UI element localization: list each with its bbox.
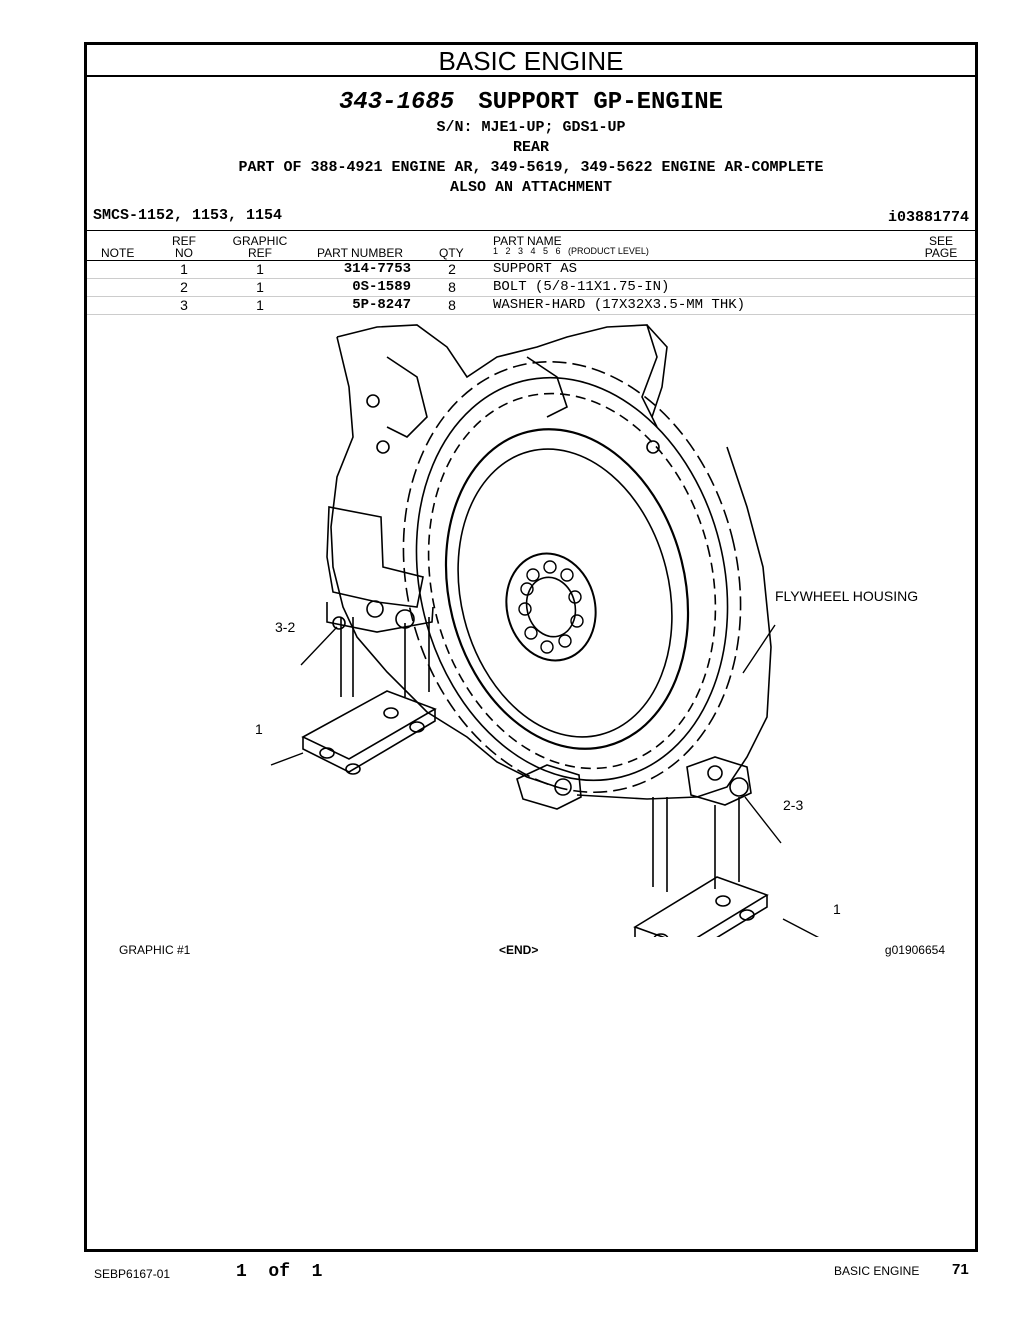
- header-note: NOTE: [101, 246, 135, 260]
- leader-1-left: [270, 752, 304, 766]
- document-id: SEBP6167-01: [94, 1267, 171, 1281]
- table-header-rule: [87, 260, 975, 261]
- footer-section: BASIC ENGINE: [834, 1264, 920, 1278]
- part-location: REAR: [512, 139, 549, 156]
- callout-flywheel-housing: FLYWHEEL HOUSING: [775, 588, 919, 604]
- header-part-name: PART NAME: [493, 234, 562, 248]
- end-marker: <END>: [499, 943, 539, 957]
- left-support-column: [340, 617, 430, 697]
- left-bolt-b: [395, 609, 415, 629]
- serial-numbers: S/N: MJE1-UP; GDS1-UP: [436, 119, 626, 136]
- engine-support-illustration: [270, 324, 820, 937]
- leader-1-right: [782, 918, 820, 937]
- flywheel-housing-inner: [415, 376, 729, 782]
- flywheel-disk: [444, 428, 690, 750]
- page-of: 1 of 1: [236, 1262, 323, 1282]
- leader-2-3: [744, 796, 782, 844]
- callout-2-3: 2-3: [783, 797, 804, 813]
- callout-3-2: 3-2: [275, 619, 296, 635]
- page-number: 71: [952, 1261, 969, 1278]
- right-flange: [686, 756, 752, 806]
- right-foot-plate: [633, 876, 769, 937]
- part-group-name: SUPPORT GP-ENGINE: [478, 89, 724, 116]
- part-group-number: 343-1685: [338, 89, 455, 116]
- part-of-line: PART OF 388-4921 ENGINE AR, 349-5619, 34…: [238, 159, 824, 176]
- attachment-line: ALSO AN ATTACHMENT: [449, 179, 613, 196]
- illustration-id: i03881774: [887, 209, 969, 226]
- graphic-label: GRAPHIC #1: [119, 943, 191, 957]
- part-heading: 343-1685 SUPPORT GP-ENGINE: [87, 89, 975, 116]
- table-row: 1 1 314-7753 2 SUPPORT AS: [87, 261, 975, 279]
- leader-3-2: [300, 626, 338, 666]
- table-top-rule: [87, 230, 975, 231]
- leader-flywheel-housing: [742, 624, 776, 674]
- flywheel-housing-outer: [402, 360, 742, 794]
- hub-bolts: [518, 560, 584, 654]
- left-flange: [326, 506, 424, 608]
- page-frame: BASIC ENGINE 343-1685 SUPPORT GP-ENGINE S…: [84, 42, 978, 1252]
- header-qty: QTY: [439, 246, 464, 260]
- callout-1-right: 1: [833, 901, 841, 917]
- engine-top-outline: [336, 324, 658, 428]
- section-title: BASIC ENGINE: [87, 45, 975, 77]
- right-bolt-a: [707, 765, 723, 781]
- left-bolt-a: [366, 600, 384, 618]
- engine-block-outline: [330, 336, 558, 788]
- callout-1-left: 1: [255, 721, 263, 737]
- header-part-number: PART NUMBER: [317, 246, 404, 260]
- right-bolt-b: [729, 777, 749, 797]
- right-support-column: [652, 797, 740, 892]
- header-product-levels: 1 2 3 4 5 6 (PRODUCT LEVEL): [493, 246, 649, 256]
- smcs-codes: SMCS-1152, 1153, 1154: [93, 207, 283, 224]
- flywheel-hub: [505, 552, 597, 662]
- table-row: 2 1 0S-1589 8 BOLT (5/8-11X1.75-IN): [87, 279, 975, 297]
- lower-bracket: [516, 764, 582, 810]
- table-row: 3 1 5P-8247 8 WASHER-HARD (17X32X3.5-MM …: [87, 297, 975, 315]
- graphic-id: g01906654: [884, 943, 945, 957]
